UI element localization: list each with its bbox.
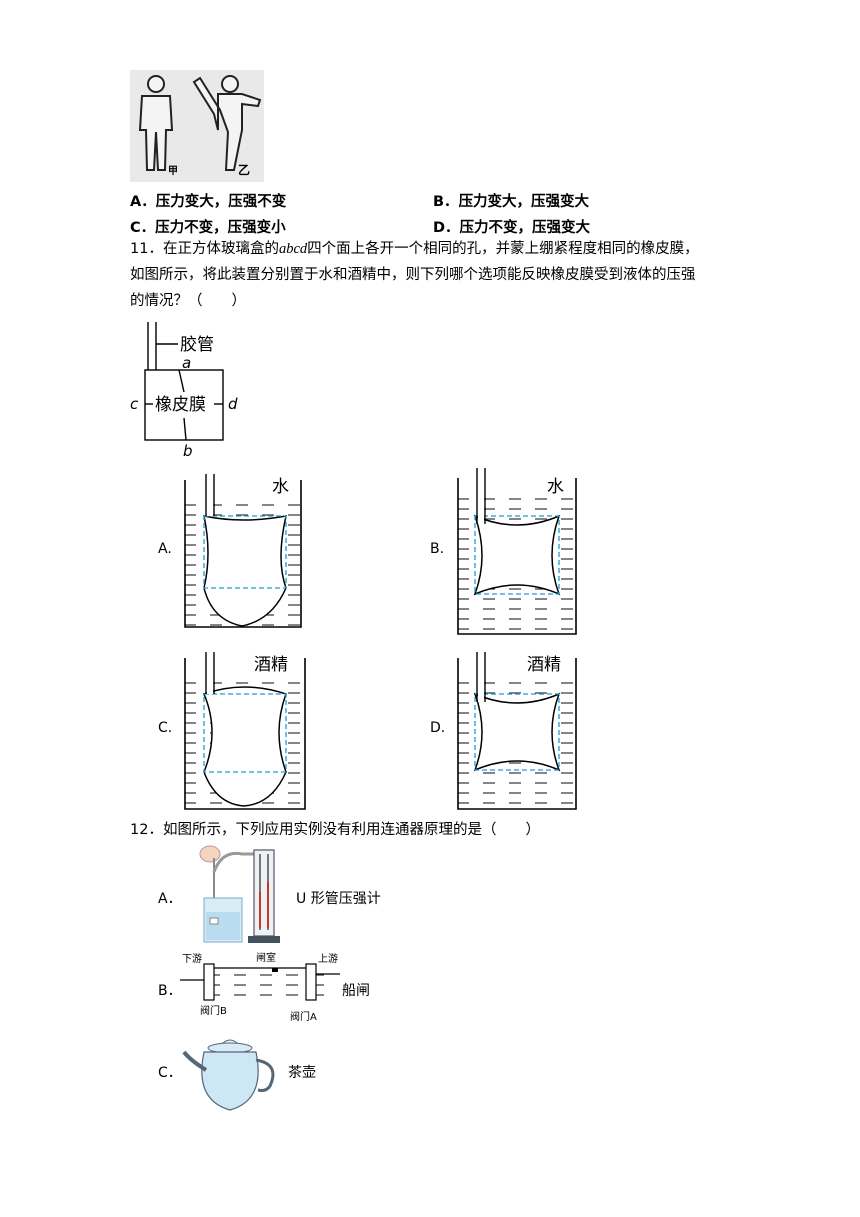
svg-text:c: c (130, 395, 139, 413)
q12-option-c-caption: 茶壶 (288, 1065, 316, 1081)
tai-chi-figure: 甲 乙 (138, 75, 262, 177)
tube-label: 胶管 (180, 335, 214, 355)
q12-number: 12． (130, 822, 163, 838)
q10-option-a[interactable]: A．压力变大，压强不变 (130, 190, 286, 211)
q11-option-a-key[interactable]: A. (158, 541, 172, 557)
option-key: B． (433, 194, 459, 210)
q11-option-b-figure[interactable]: 水 (455, 464, 579, 636)
ship-lock-figure[interactable]: 下游 闸室 上游 阀门B 阀门A (180, 950, 340, 1026)
q10-option-c[interactable]: C．压力不变，压强变小 (130, 216, 286, 237)
q10-figure: 甲 乙 (130, 70, 264, 182)
option-text: 压力不变，压强变小 (155, 220, 286, 236)
q11-option-b-key[interactable]: B. (430, 541, 445, 557)
svg-text:上游: 上游 (318, 952, 338, 965)
q12-question: 12．如图所示，下列应用实例没有利用连通器原理的是（ ） (130, 822, 540, 838)
q11-question: 11．在正方体玻璃盒的abcd四个面上各开一个相同的孔，并蒙上绷紧程度相同的橡皮… (130, 241, 699, 309)
svg-text:闸室: 闸室 (256, 951, 276, 964)
svg-text:b: b (183, 442, 193, 460)
option-text: 压力变大，压强不变 (155, 194, 287, 210)
svg-text:阀门A: 阀门A (290, 1010, 317, 1023)
q11-option-c-figure[interactable]: 酒精 (182, 648, 308, 812)
q12-option-c-key[interactable]: C． (158, 1065, 182, 1081)
option-key: D． (433, 220, 460, 236)
svg-text:下游: 下游 (182, 952, 202, 965)
membrane-label: 橡皮膜 (155, 395, 206, 415)
q11-cube-diagram: 胶管 a 橡皮膜 c d b (130, 322, 238, 460)
option-key: C． (130, 220, 156, 236)
q12-option-a-key[interactable]: A． (158, 891, 182, 907)
liquid-label: 水 (547, 477, 564, 497)
option-text: 压力变大，压强变大 (458, 194, 590, 210)
q11-option-d-figure[interactable]: 酒精 (455, 648, 579, 812)
teapot-figure[interactable] (180, 1030, 284, 1114)
u-tube-manometer-figure[interactable] (192, 842, 288, 946)
liquid-label: 水 (272, 477, 289, 497)
q11-option-d-key[interactable]: D. (430, 720, 446, 736)
q10-option-d[interactable]: D．压力不变，压强变大 (433, 216, 590, 237)
q11-number: 11． (130, 241, 163, 257)
q12-option-a-caption: U 形管压强计 (296, 891, 381, 907)
liquid-label: 酒精 (527, 655, 561, 675)
q11-option-a-figure[interactable]: 水 (182, 470, 304, 630)
q10-label-jia: 甲 (168, 165, 178, 177)
svg-text:d: d (228, 395, 238, 413)
q10-option-b[interactable]: B．压力变大，压强变大 (433, 190, 589, 211)
liquid-label: 酒精 (254, 655, 288, 675)
option-text: 压力不变，压强变大 (459, 220, 591, 236)
q11-option-c-key[interactable]: C. (158, 720, 173, 736)
q12-option-b-key[interactable]: B． (158, 983, 182, 999)
svg-text:阀门B: 阀门B (200, 1004, 227, 1017)
q10-label-yi: 乙 (238, 163, 250, 177)
option-key: A． (130, 194, 156, 210)
q12-option-b-caption: 船闸 (342, 983, 370, 999)
svg-text:a: a (182, 354, 191, 372)
